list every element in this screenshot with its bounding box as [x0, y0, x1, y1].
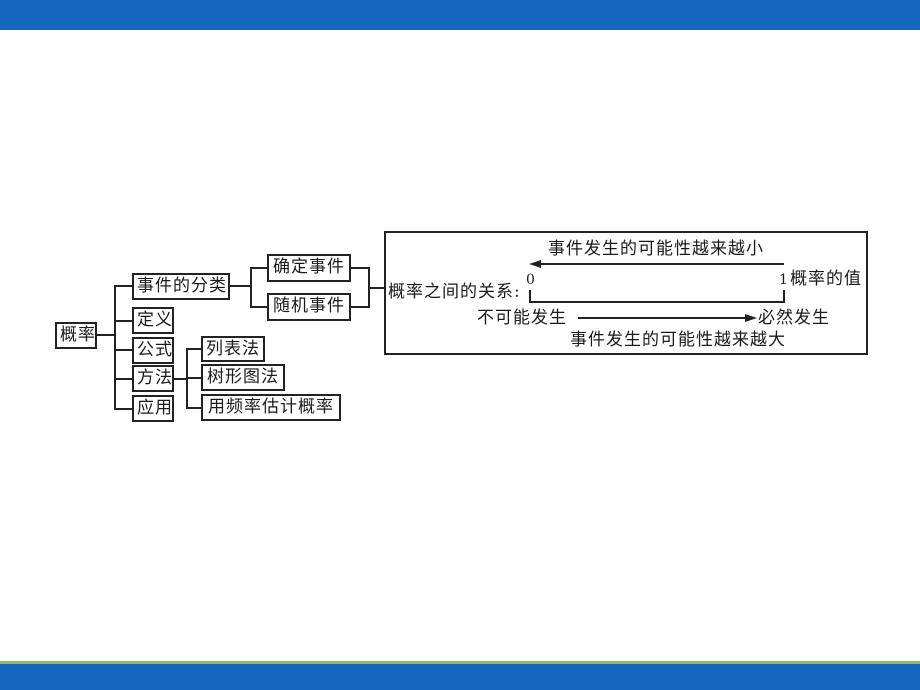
- connector: [97, 334, 115, 336]
- decreasing-arrow-line: [538, 263, 784, 265]
- method-frequency-estimate: 用频率估计概率: [201, 394, 341, 421]
- connector: [250, 267, 252, 308]
- scale-bracket-bottom: [529, 301, 785, 303]
- zero-label: 0: [526, 272, 535, 288]
- connector: [114, 285, 116, 409]
- method-tree-diagram: 树形图法: [201, 364, 285, 391]
- connector: [250, 306, 267, 308]
- one-label: 1: [779, 272, 788, 288]
- impossible-label: 不可能发生: [477, 308, 567, 328]
- connector: [114, 285, 132, 287]
- bottom-banner: [0, 664, 920, 690]
- top-banner: [0, 0, 920, 30]
- connector: [351, 306, 370, 308]
- connector: [250, 267, 267, 269]
- certain-event-node: 确定事件: [267, 254, 351, 282]
- branch-formula: 公式: [132, 337, 174, 364]
- connector: [186, 348, 201, 350]
- arrow-left-icon: [529, 260, 541, 268]
- decreasing-likelihood-text: 事件发生的可能性越来越小: [548, 239, 764, 259]
- branch-method: 方法: [132, 365, 174, 392]
- connector: [186, 407, 201, 409]
- probability-relation-box: [384, 231, 868, 355]
- method-list: 列表法: [201, 336, 265, 362]
- increasing-arrow-line: [578, 317, 748, 319]
- branch-application: 应用: [132, 395, 174, 422]
- random-event-node: 随机事件: [267, 293, 351, 321]
- connector: [186, 377, 201, 379]
- value-label: 概率的值: [790, 269, 862, 289]
- connector: [174, 378, 187, 380]
- connector: [230, 285, 251, 287]
- certain-label: 必然发生: [758, 308, 830, 328]
- connector: [114, 320, 132, 322]
- connector: [351, 267, 370, 269]
- relation-label: 概率之间的关系:: [388, 282, 521, 302]
- bottom-accent-line: [0, 661, 920, 664]
- connector: [114, 349, 132, 351]
- scale-bracket-left: [529, 290, 531, 303]
- branch-classification: 事件的分类: [132, 273, 230, 300]
- branch-definition: 定义: [132, 307, 174, 334]
- scale-bracket-right: [783, 290, 785, 303]
- increasing-likelihood-text: 事件发生的可能性越来越大: [570, 330, 786, 350]
- connector: [368, 287, 384, 289]
- connector: [114, 378, 132, 380]
- arrow-right-icon: [745, 314, 757, 322]
- root-node: 概率: [55, 322, 97, 349]
- connector: [114, 408, 132, 410]
